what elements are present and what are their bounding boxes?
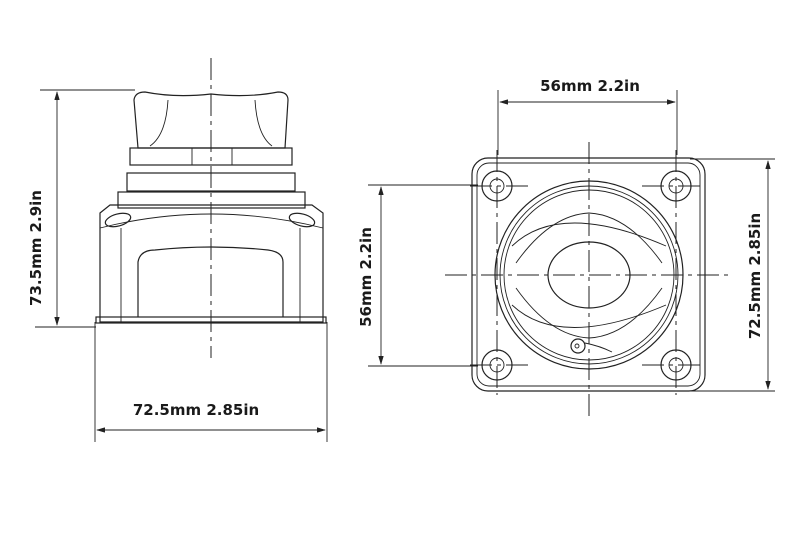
mounting-holes [470, 150, 705, 395]
mount-tab-left [104, 212, 132, 228]
mount-tab-right [288, 212, 316, 228]
indicator-tab [570, 338, 586, 354]
collar [126, 172, 296, 192]
body [99, 204, 324, 323]
body-window [137, 246, 284, 317]
overall-height-label: 72.5mm 2.85in [746, 213, 764, 339]
outer-ring [494, 180, 684, 370]
hole-spacing-vertical-label: 56mm 2.2in [357, 227, 375, 327]
band [117, 191, 306, 209]
side-view: 73.5mm 2.9in 72.5mm 2.85in [27, 58, 328, 442]
top-view: 56mm 2.2in 56mm 2.2in 72.5mm 2.85in [357, 77, 775, 418]
center-hub [547, 241, 631, 309]
knob [133, 91, 289, 149]
base-plate [95, 316, 327, 324]
width-label: 72.5mm 2.85in [133, 401, 259, 419]
height-label: 73.5mm 2.9in [27, 190, 45, 306]
hole-spacing-horizontal-label: 56mm 2.2in [540, 77, 640, 95]
